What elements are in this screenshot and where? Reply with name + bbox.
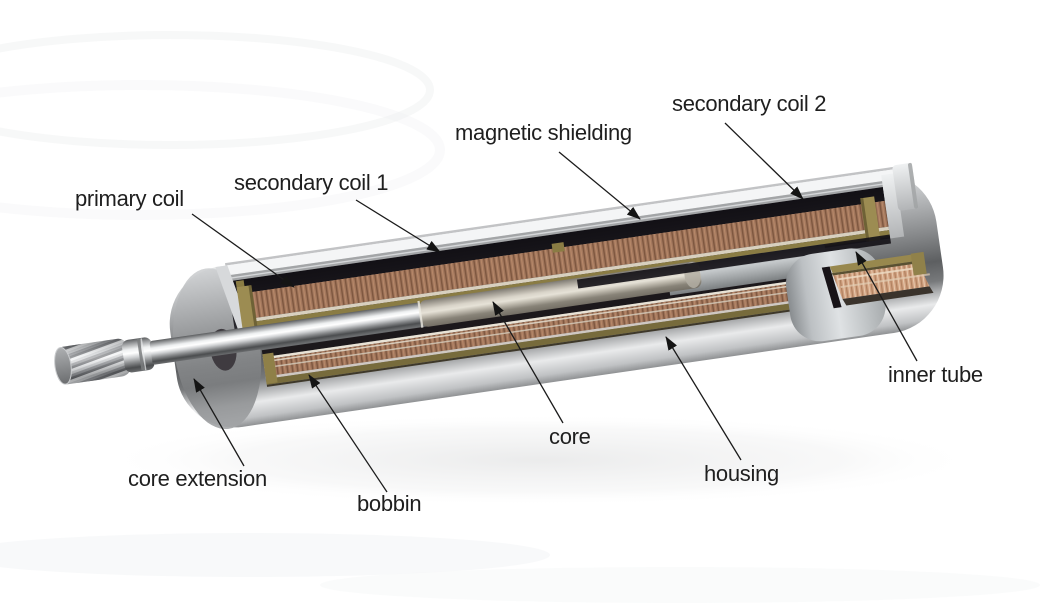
- leader-secondary-coil-2: [724, 122, 804, 200]
- right-end-step: [892, 162, 919, 211]
- label-secondary-coil-2: secondary coil 2: [672, 91, 827, 116]
- interior-shadow-gap: [576, 234, 892, 289]
- leader-magnetic-shielding: [558, 151, 641, 220]
- stud-collar: [121, 337, 155, 373]
- bobbin-flange-right: [860, 196, 881, 242]
- label-bobbin: bobbin: [357, 491, 422, 516]
- label-secondary-coil-1: secondary coil 1: [234, 170, 389, 195]
- label-housing: housing: [704, 461, 779, 486]
- lvdt-device: [54, 162, 944, 430]
- bottom-coil-band: [261, 268, 832, 387]
- label-core: core: [549, 424, 591, 449]
- secondary-primary-coil-windings: [235, 200, 889, 321]
- stud-end-face: [54, 346, 72, 385]
- label-primary-coil: primary coil: [75, 186, 184, 211]
- leader-inner-tube: [855, 251, 918, 362]
- bobbin-flange-bottom-left: [262, 352, 278, 384]
- leader-primary-coil: [191, 213, 295, 288]
- bobbin-flange-middle: [551, 242, 565, 253]
- floor-reflections: [0, 31, 1040, 603]
- bobbin-flange-bottom-right: [910, 251, 927, 276]
- left-cut-face: [215, 265, 258, 333]
- right-cut-face: [881, 173, 905, 239]
- label-core-extension: core extension: [128, 466, 267, 491]
- label-magnetic-shielding: magnetic shielding: [455, 120, 632, 145]
- leader-secondary-coil-1: [355, 199, 441, 253]
- label-inner-tube: inner tube: [888, 362, 983, 387]
- extension-rod: [149, 302, 424, 365]
- core-extension-shape: [54, 302, 424, 385]
- leader-core: [492, 301, 564, 424]
- leader-housing: [665, 336, 742, 461]
- leader-bobbin: [308, 374, 388, 493]
- leader-core-extension: [193, 378, 245, 467]
- housing-top-rim: [225, 164, 909, 282]
- leader-lines: [191, 122, 918, 493]
- bottom-right-coil-band: [821, 251, 934, 309]
